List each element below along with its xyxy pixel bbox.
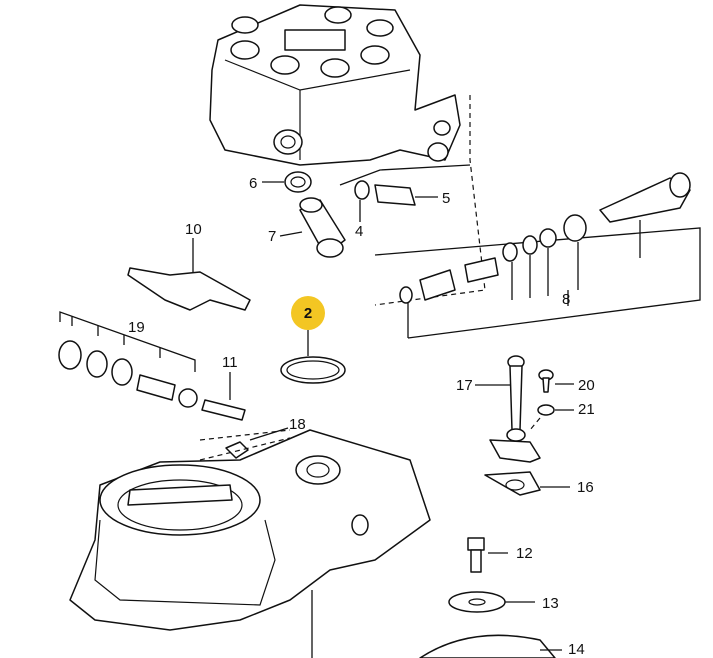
part-19-spring-set <box>58 311 198 408</box>
part-13-washer <box>448 591 535 613</box>
callout-5: 5 <box>442 190 451 207</box>
callout-21: 21 <box>578 401 595 418</box>
callout-19: 19 <box>128 319 145 336</box>
part-2-o-ring <box>280 330 346 384</box>
callout-8: 8 <box>562 291 571 308</box>
part-16-gasket <box>484 471 570 496</box>
part-12-bolt <box>467 537 508 573</box>
part-10-lever <box>127 238 251 311</box>
part-14-plate <box>419 634 562 658</box>
distributor-head <box>209 4 461 166</box>
callout-18: 18 <box>289 416 306 433</box>
callout-11: 11 <box>222 354 238 371</box>
part-20-screw <box>538 369 574 393</box>
callout-label: 2 <box>303 304 313 322</box>
callout-16: 16 <box>577 479 594 496</box>
callout-13: 13 <box>542 595 559 612</box>
part-17-screw-assembly <box>475 355 541 463</box>
callout-4: 4 <box>355 223 364 240</box>
part-21-washer <box>529 404 574 431</box>
throttle-housing <box>69 429 431 631</box>
callout-7: 7 <box>268 228 277 245</box>
callout-20: 20 <box>578 377 595 394</box>
part-18-nut <box>225 427 289 459</box>
part-4-5-fitting <box>339 164 471 222</box>
callout-14: 14 <box>568 641 585 658</box>
part-7-fitting <box>279 197 346 258</box>
part-6-ring <box>262 171 312 193</box>
callout-2-highlight: 2 <box>291 296 325 330</box>
callout-17: 17 <box>456 377 473 394</box>
callout-6: 6 <box>249 175 258 192</box>
callout-10: 10 <box>185 221 202 238</box>
part-11-pin <box>201 372 246 421</box>
callout-12: 12 <box>516 545 533 562</box>
part-8-assembly <box>374 172 701 339</box>
